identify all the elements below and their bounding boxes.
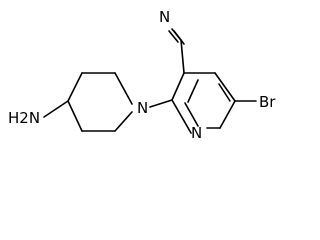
bond <box>219 100 236 129</box>
bond <box>214 72 236 102</box>
bond <box>171 72 185 101</box>
bond <box>187 79 199 103</box>
bond <box>218 83 231 102</box>
amine-label: H2N <box>8 109 40 127</box>
bromine-label: Br <box>259 93 276 111</box>
pyridine-nitrogen-label: N <box>191 124 202 142</box>
chemical-structure: H2N N N N Br <box>8 8 276 142</box>
piperidine-nitrogen-label: N <box>137 99 148 117</box>
bond <box>173 30 185 45</box>
bond <box>168 30 179 43</box>
bond <box>114 111 133 132</box>
nitrile-nitrogen-label: N <box>159 8 170 26</box>
bond <box>67 100 83 132</box>
bond <box>149 99 173 108</box>
bond <box>171 99 192 134</box>
bond <box>114 72 133 105</box>
bond <box>67 72 83 102</box>
bond <box>43 100 69 118</box>
bond <box>184 102 199 127</box>
bond <box>180 39 185 74</box>
